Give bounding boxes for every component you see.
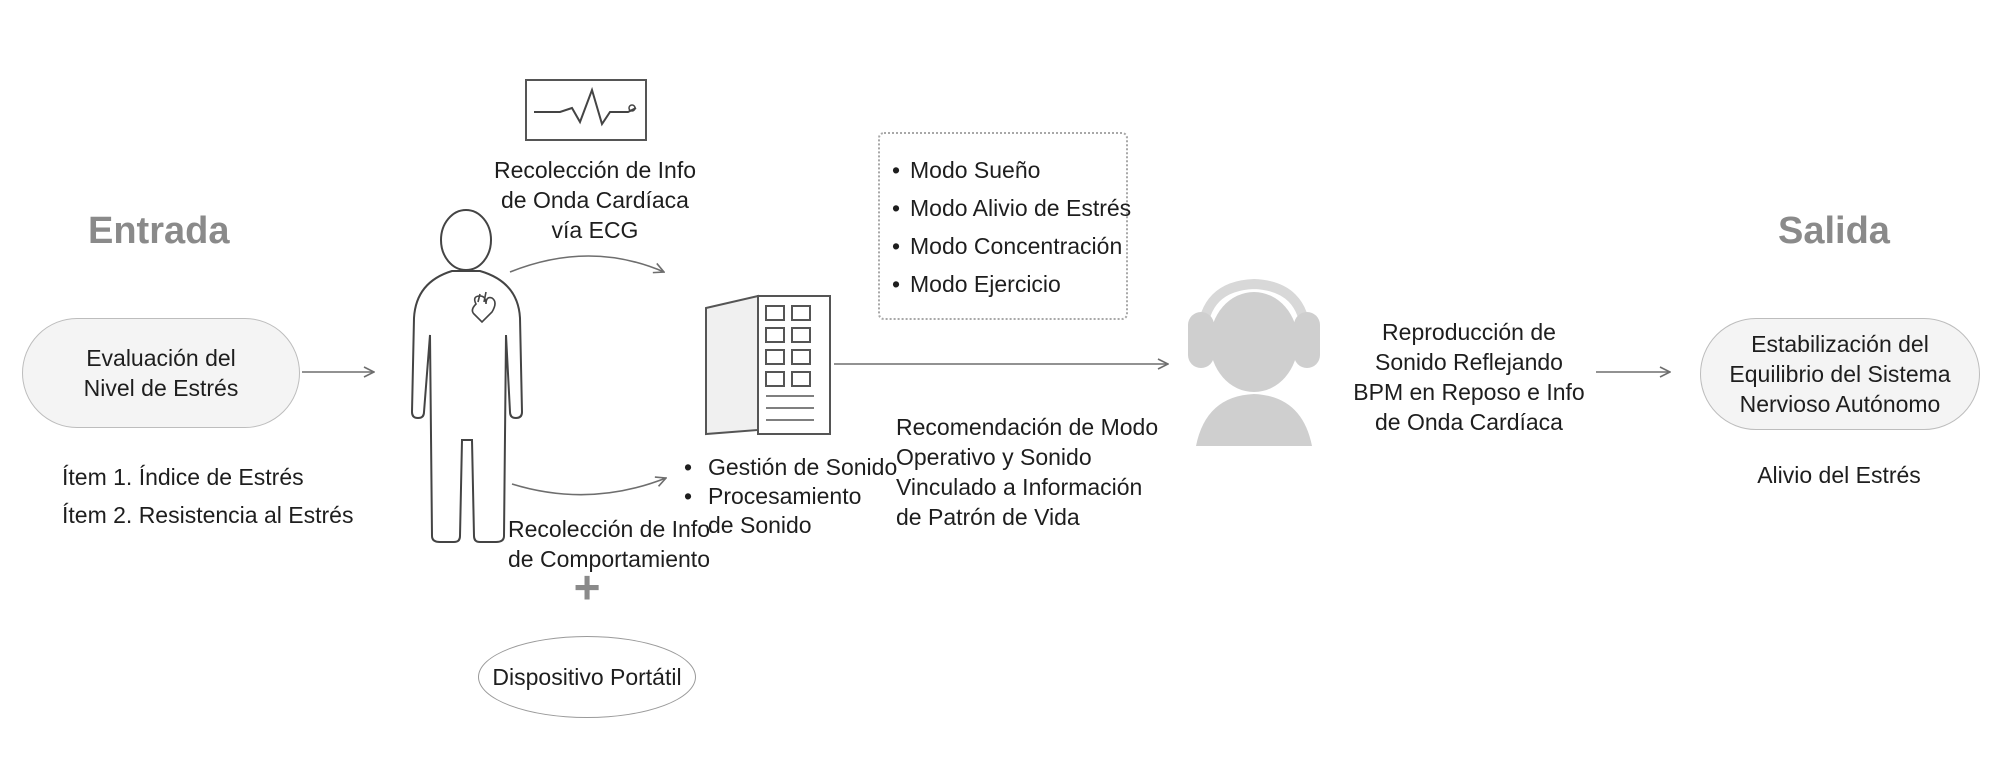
server-functions-list: • Gestión de Sonido • Procesamiento de Son…: [684, 453, 897, 540]
bullet: •: [892, 271, 901, 297]
behavior-collection-label: Recolección de Info de Comportamiento: [508, 514, 710, 574]
mode-concentration: Modo Concentración: [910, 233, 1123, 259]
stress-items-list: Ítem 1. Índice de Estrés Ítem 2. Resiste…: [62, 458, 353, 534]
recommendation-line-1: Recomendación de Modo: [896, 414, 1159, 440]
recommendation-line-3: Vinculado a Información: [896, 474, 1143, 500]
input-heading: Entrada: [88, 210, 230, 252]
mode-item: • Modo Sueño: [880, 151, 1126, 189]
ecg-collection-line-1: Recolección de Info: [493, 157, 696, 183]
bullet: •: [684, 483, 693, 509]
server-function-processing-line-2: de Sonido: [708, 512, 812, 538]
playback-line-4: de Onda Cardíaca: [1375, 409, 1563, 435]
stabilization-node: Estabilización del Equilibrio del Sistem…: [1700, 318, 1980, 430]
stress-relief-label: Alivio del Estrés: [1757, 462, 1921, 488]
mode-item: • Modo Concentración: [880, 227, 1126, 265]
wearable-device-node: Dispositivo Portátil: [478, 636, 696, 718]
heart-icon: [471, 291, 496, 324]
mode-stress-relief: Modo Alivio de Estrés: [910, 195, 1132, 221]
bullet: •: [892, 195, 901, 221]
playback-line-3: BPM en Reposo e Info: [1353, 379, 1585, 405]
server-function-item: • Gestión de Sonido: [684, 453, 897, 482]
server-icon: [705, 294, 831, 436]
ecg-monitor-icon: [525, 79, 647, 141]
behavior-collection-line-1: Recolección de Info: [508, 516, 711, 542]
ecg-collection-line-2: de Onda Cardíaca: [501, 187, 689, 213]
recommendation-line-4: de Patrón de Vida: [896, 504, 1080, 530]
mode-sleep: Modo Sueño: [910, 157, 1041, 183]
behavior-collection-line-2: de Comportamiento: [508, 546, 710, 572]
headphone-user-icon: [1188, 278, 1320, 446]
stabilization-line-3: Nervioso Autónomo: [1739, 391, 1941, 417]
stabilization-line-1: Estabilización del: [1751, 331, 1929, 357]
bullet: •: [684, 454, 693, 480]
server-function-item: • Procesamiento: [684, 482, 897, 511]
recommendation-line-2: Operativo y Sonido: [896, 444, 1092, 470]
arrow-ecg-to-server: [509, 255, 664, 272]
stress-item-2: Ítem 2. Resistencia al Estrés: [62, 502, 354, 528]
bullet: •: [892, 157, 901, 183]
arrow-behavior-to-server: [511, 478, 666, 496]
plus-icon: +: [573, 561, 601, 613]
ecg-collection-label: Recolección de Info de Onda Cardíaca vía…: [480, 155, 710, 245]
stress-evaluation-node: Evaluación del Nivel de Estrés: [22, 318, 300, 428]
server-function-sound-management: Gestión de Sonido: [708, 454, 898, 480]
person-icon: [410, 209, 524, 543]
mode-item: • Modo Alivio de Estrés: [880, 189, 1131, 227]
server-function-processing-line-1: Procesamiento: [708, 483, 862, 509]
stress-item-1: Ítem 1. Índice de Estrés: [62, 464, 304, 490]
playback-label: Reproducción de Sonido Reflejando BPM en…: [1346, 317, 1592, 437]
modes-box: • Modo Sueño • Modo Alivio de Estrés • Modo…: [878, 132, 1131, 320]
wearable-device-label: Dispositivo Portátil: [492, 663, 682, 690]
stress-evaluation-line-2: Nivel de Estrés: [83, 375, 239, 401]
recommendation-label: Recomendación de Modo Operativo y Sonido…: [896, 412, 1158, 532]
bullet: •: [892, 233, 901, 259]
mode-exercise: Modo Ejercicio: [910, 271, 1061, 297]
playback-line-2: Sonido Reflejando: [1375, 349, 1563, 375]
playback-line-1: Reproducción de: [1382, 319, 1556, 345]
ecg-collection-line-3: vía ECG: [551, 217, 639, 243]
stress-evaluation-line-1: Evaluación del: [86, 345, 236, 371]
stabilization-line-2: Equilibrio del Sistema: [1729, 361, 1951, 387]
mode-item: • Modo Ejercicio: [880, 265, 1126, 303]
output-heading: Salida: [1778, 210, 1890, 252]
server-function-item-cont: de Sonido: [684, 511, 897, 540]
